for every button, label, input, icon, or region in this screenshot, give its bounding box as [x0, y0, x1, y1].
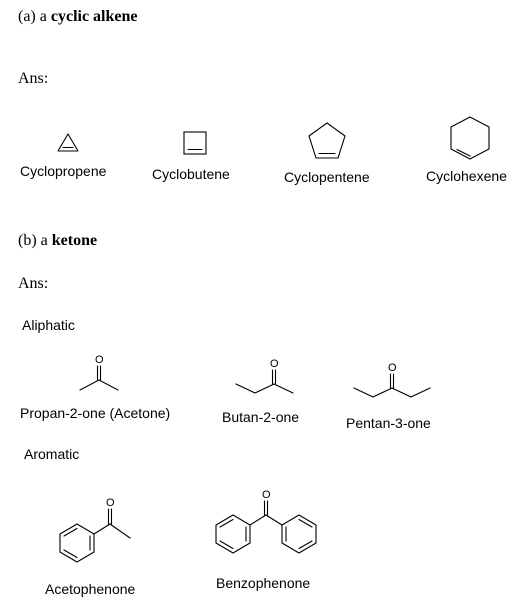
- answer-a-label: Ans:: [18, 70, 49, 87]
- question-b-label: (b) a ketone: [18, 232, 97, 250]
- oxygen-label: O: [106, 497, 115, 509]
- compound-name-cyclopentene: Cyclopentene: [284, 169, 370, 185]
- aliphatic-heading: Aliphatic: [22, 317, 75, 333]
- compound-name-acetophenone: Acetophenone: [45, 581, 136, 597]
- pentanone-structure: O: [353, 362, 431, 398]
- acetone-structure: O: [79, 354, 119, 391]
- aromatic-heading: Aromatic: [24, 446, 80, 462]
- question-a-prefix: (a) a: [18, 8, 51, 25]
- oxygen-label: O: [388, 362, 397, 374]
- compound-name-benzophenone: Benzophenone: [216, 575, 311, 591]
- benzophenone-structure: O: [215, 489, 317, 554]
- question-b-prefix: (b) a: [18, 232, 52, 249]
- benzene-ring: [59, 523, 95, 563]
- cyclobutene-structure: [183, 131, 207, 155]
- cyclopentene-structure: [308, 122, 346, 159]
- question-a-topic: cyclic alkene: [50, 8, 138, 25]
- answer-b-label: Ans:: [18, 275, 49, 292]
- benzene-ring-left: [215, 514, 251, 554]
- compound-name-cyclohexene: Cyclohexene: [426, 168, 507, 184]
- compound-name-butanone: Butan-2-one: [222, 409, 300, 425]
- butanone-structure: O: [235, 358, 294, 394]
- benzene-ring-right: [281, 514, 317, 554]
- acetophenone-structure: O: [59, 497, 131, 563]
- oxygen-label: O: [262, 489, 271, 501]
- cyclopropene-structure: [57, 133, 79, 152]
- compound-name-acetone: Propan-2-one (Acetone): [20, 405, 171, 421]
- oxygen-label: O: [95, 354, 104, 366]
- compound-name-pentanone: Pentan-3-one: [346, 415, 431, 431]
- question-b-topic: ketone: [51, 232, 98, 249]
- oxygen-label: O: [270, 358, 279, 370]
- cyclohexene-structure: [450, 116, 490, 160]
- compound-name-cyclopropene: Cyclopropene: [20, 163, 107, 179]
- question-a-label: (a) a cyclic alkene: [18, 8, 138, 26]
- compound-name-cyclobutene: Cyclobutene: [152, 166, 230, 182]
